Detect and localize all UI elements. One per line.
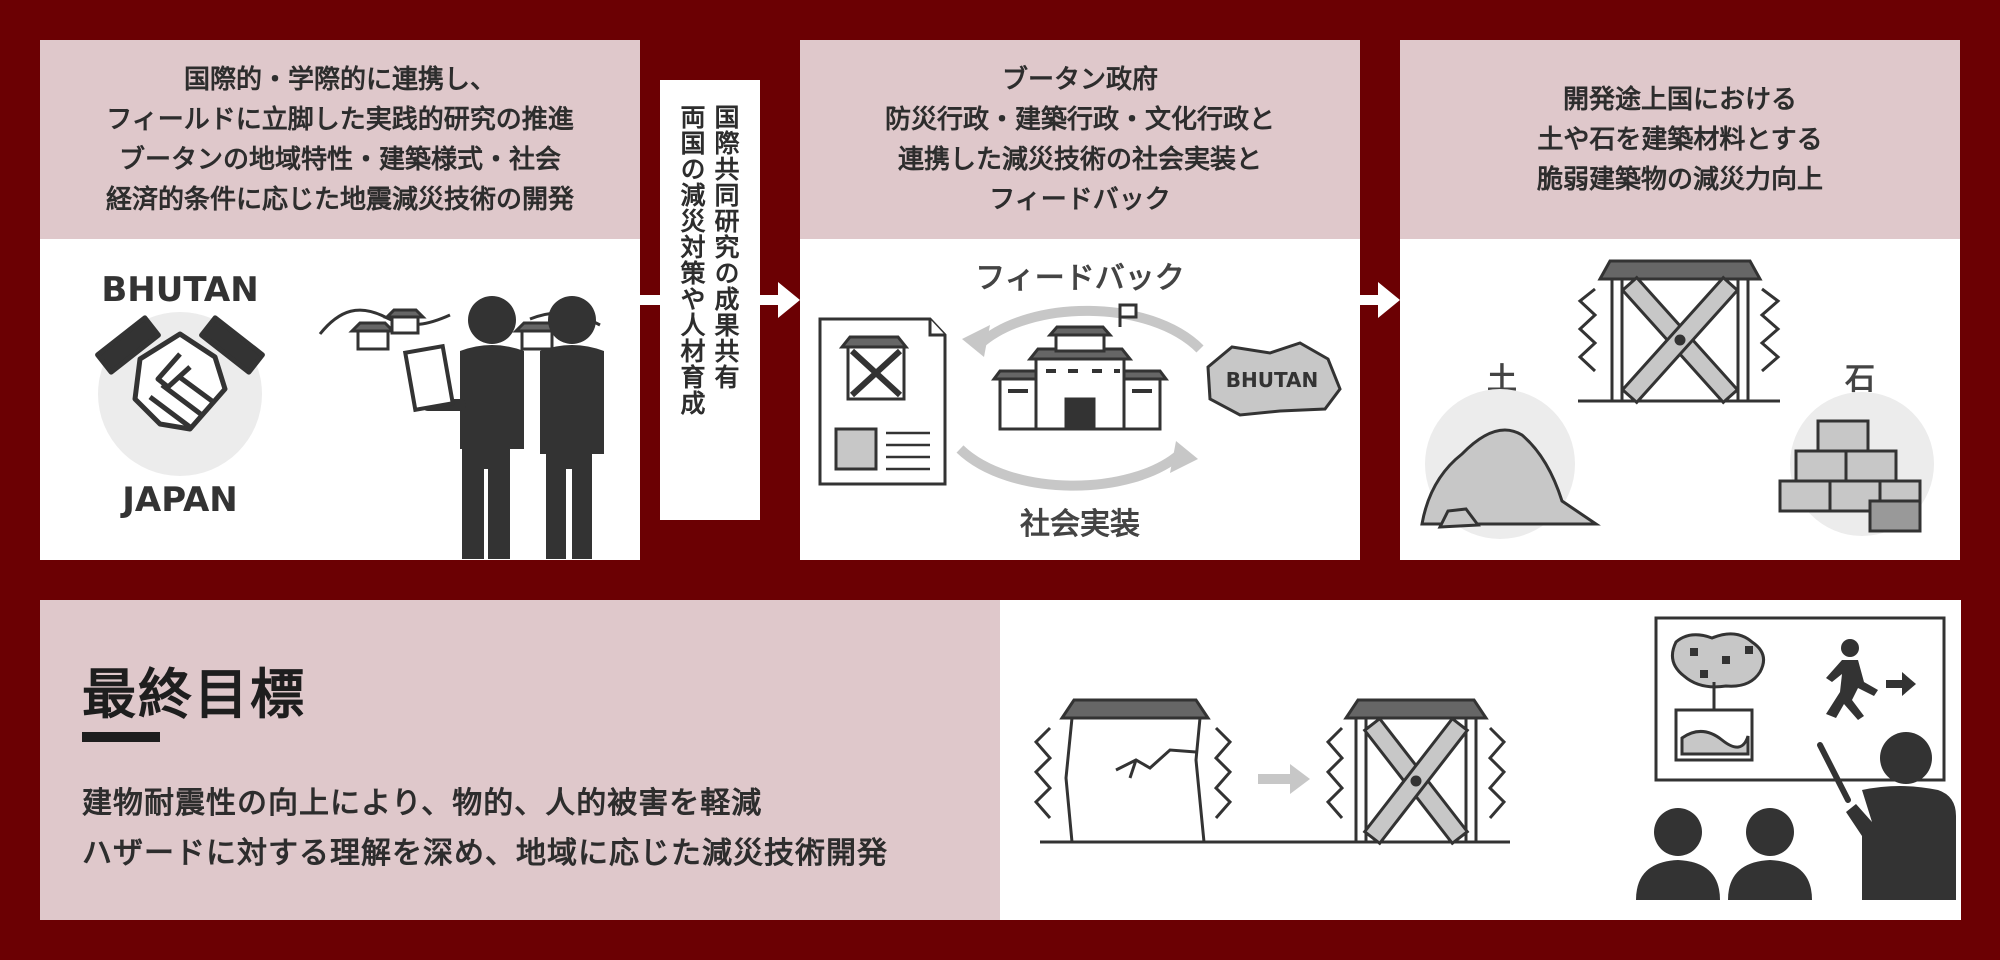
connector-text-col2: 両国の減災対策や人材育成: [677, 104, 706, 416]
panel-developing-countries-header: 開発途上国における 土や石を建築材料とする 脆弱建築物の減災力向上: [1400, 40, 1960, 239]
running-person-icon: [1826, 639, 1916, 720]
audience-icon: [1636, 808, 1812, 900]
arrow-right-icon: [1290, 764, 1310, 794]
final-goal-title: 最終目標: [82, 663, 306, 726]
bhutan-map-label: BHUTAN: [1226, 368, 1319, 392]
final-goal-section: 最終目標 建物耐震性の向上により、物的、人的被害を軽減 ハザードに対する理解を深…: [40, 600, 1961, 920]
final-goal-line-2: ハザードに対する理解を深め、地域に応じた減災技術開発: [82, 836, 888, 871]
connector-arrow-2: [1360, 282, 1400, 318]
handshake-icon: [95, 315, 265, 432]
connector-arrow-1: [640, 282, 800, 318]
title-underline: [82, 732, 160, 742]
panel-developing-countries: 開発途上国における 土や石を建築材料とする 脆弱建築物の減災力向上 土 石: [1400, 40, 1960, 560]
header-line: 脆弱建築物の減災力向上: [1536, 164, 1823, 195]
improvement-arrow: [1258, 774, 1292, 784]
implementation-arrow: [956, 445, 1184, 491]
panel-government-header: ブータン政府 防災行政・建築行政・文化行政と 連携した減災技術の社会実装と フィ…: [800, 40, 1360, 239]
arrow-right-icon: [1170, 441, 1198, 473]
document-icon: [818, 317, 947, 486]
bhutan-label: BHUTAN: [101, 270, 258, 310]
braced-frame-icon: [1577, 259, 1781, 405]
teacher-icon: [1817, 732, 1956, 900]
panel-collaboration: 国際的・学際的に連携し、 フィールドに立脚した実践的研究の推進 ブータンの地域特…: [40, 40, 640, 560]
header-line: 防災行政・建築行政・文化行政と: [884, 104, 1275, 135]
header-line: フィールドに立脚した実践的研究の推進: [106, 104, 574, 135]
houses-icon: [318, 308, 601, 351]
final-goal-text-area: 最終目標 建物耐震性の向上により、物的、人的被害を軽減 ハザードに対する理解を深…: [40, 600, 1000, 920]
header-line: 経済的条件に応じた地震減災技術の開発: [105, 184, 574, 215]
panel-government: ブータン政府 防災行政・建築行政・文化行政と 連携した減災技術の社会実装と フィ…: [800, 40, 1360, 560]
cracked-building-icon: [1033, 698, 1510, 844]
arrow-right-icon: [1378, 282, 1400, 318]
materials-illustration: 土 石: [1420, 259, 1934, 539]
header-line: ブータン政府: [1001, 64, 1158, 95]
government-building-icon: [991, 303, 1169, 431]
implementation-label: 社会実装: [1020, 507, 1140, 542]
feedback-arrow: [976, 305, 1204, 353]
connector-text-col1: 国際共同研究の成果共有: [711, 104, 740, 390]
bhutan-map-icon: BHUTAN: [1206, 341, 1342, 417]
final-goal-line-1: 建物耐震性の向上により、物的、人的被害を軽減: [82, 786, 763, 821]
stone-blocks-icon: [1778, 419, 1922, 533]
arrow-left-icon: [962, 325, 990, 357]
header-line: 開発途上国における: [1562, 84, 1797, 115]
feedback-label: フィードバック: [975, 261, 1184, 296]
people-icon: [402, 296, 604, 559]
government-illustration: フィードバック 社会実装: [818, 261, 1342, 542]
japan-label: JAPAN: [120, 480, 238, 520]
arrow-right-icon: [778, 282, 800, 318]
stone-label: 石: [1844, 362, 1875, 397]
research-sharing-box: 国際共同研究の成果共有 両国の減災対策や人材育成: [660, 80, 760, 520]
header-line: 国際的・学際的に連携し、: [183, 64, 496, 95]
collaboration-illustration: BHUTAN JAPAN: [95, 270, 604, 559]
header-line: フィードバック: [989, 184, 1171, 215]
final-goal-illustration: [1033, 616, 1956, 900]
header-line: 連携した減災技術の社会実装と: [897, 144, 1262, 175]
header-line: 土や石を建築材料とする: [1537, 124, 1823, 155]
reinforced-building-icon: [1325, 698, 1507, 846]
header-line: ブータンの地域特性・建築様式・社会: [118, 144, 561, 175]
soil-mound-icon: [1420, 428, 1601, 529]
panel-collaboration-header: 国際的・学際的に連携し、 フィールドに立脚した実践的研究の推進 ブータンの地域特…: [40, 40, 640, 239]
